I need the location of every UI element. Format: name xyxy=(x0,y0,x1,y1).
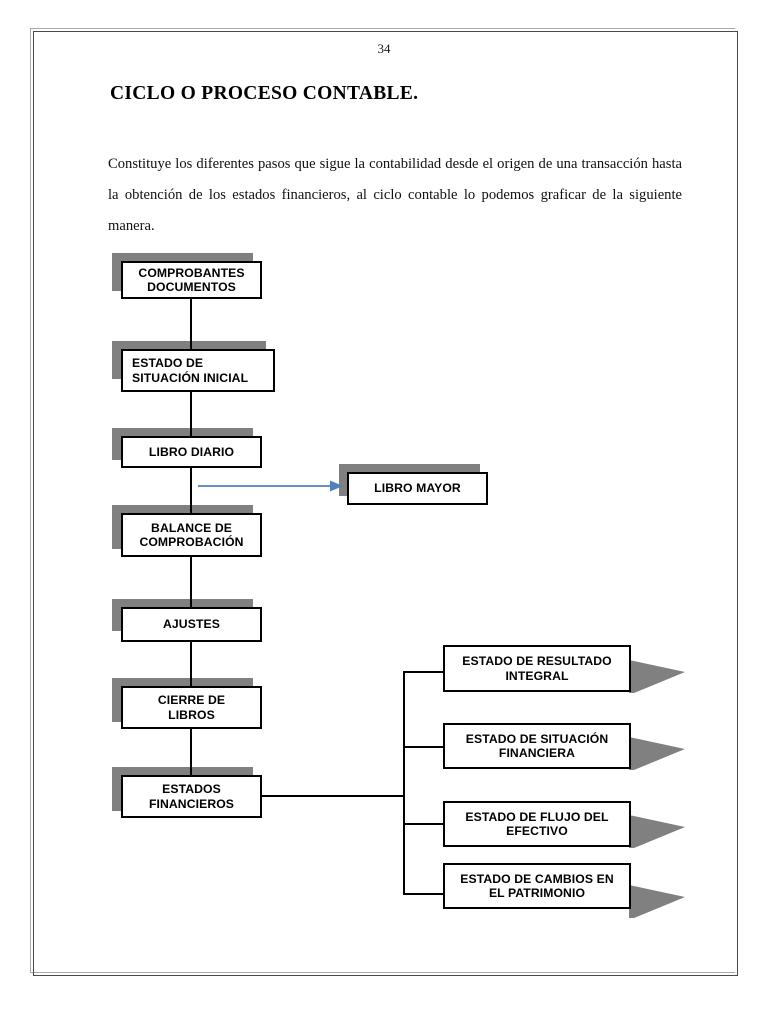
page-number: 34 xyxy=(377,41,391,56)
connector-balance-ajustes xyxy=(190,557,193,607)
connector-librodiario-balance xyxy=(190,468,193,513)
node-estado-inicial-line1: ESTADO DE xyxy=(132,356,204,370)
node-resultado-integral-line1: ESTADO DE RESULTADO xyxy=(462,654,612,668)
node-libro-mayor[interactable]: LIBRO MAYOR xyxy=(347,472,488,505)
branch-resultado-integral xyxy=(403,671,444,674)
node-ajustes-line1: AJUSTES xyxy=(163,617,220,632)
node-cambios-patrimonio-line1: ESTADO DE CAMBIOS EN xyxy=(460,871,614,886)
node-libro-mayor-label: LIBRO MAYOR xyxy=(374,481,461,496)
node-cambios-patrimonio[interactable]: ESTADO DE CAMBIOS EN EL PATRIMONIO xyxy=(443,863,631,909)
node-estado-inicial-line2: SITUACIÓN INICIAL xyxy=(132,370,249,385)
node-estados-financieros-line1: ESTADOS xyxy=(162,782,221,796)
node-comprobantes-line1: COMPROBANTES xyxy=(138,265,245,280)
branch-cambios-patrimonio xyxy=(403,893,444,896)
node-libro-diario-line1: LIBRO DIARIO xyxy=(148,444,235,459)
node-estado-inicial[interactable]: ESTADO DE SITUACIÓN INICIAL xyxy=(121,349,275,392)
node-comprobantes-line2: DOCUMENTOS xyxy=(147,280,236,294)
node-cambios-patrimonio-line2: EL PATRIMONIO xyxy=(488,886,586,900)
connector-cierre-estadosfin xyxy=(190,729,193,775)
connector-comprobantes-estadoinicial xyxy=(190,299,193,349)
shadow-situacion-financiera xyxy=(629,737,685,770)
node-ajustes[interactable]: AJUSTES xyxy=(121,607,262,642)
connector-ajustes-cierre xyxy=(190,642,193,686)
node-flujo-efectivo[interactable]: ESTADO DE FLUJO DEL EFECTIVO xyxy=(443,801,631,847)
intro-paragraph: Constituye los diferentes pasos que sigu… xyxy=(108,156,682,234)
connector-estadosfin-trunk xyxy=(262,795,405,798)
connector-trunk-vertical xyxy=(403,671,406,895)
node-cierre-line2: LIBROS xyxy=(168,707,215,722)
node-libro-diario[interactable]: LIBRO DIARIO xyxy=(121,436,262,468)
node-situacion-financiera[interactable]: ESTADO DE SITUACIÓN FINANCIERA xyxy=(443,723,631,769)
branch-flujo-efectivo xyxy=(403,823,444,826)
node-flujo-efectivo-line1: ESTADO DE FLUJO DEL xyxy=(465,809,609,824)
node-comprobantes[interactable]: COMPROBANTES DOCUMENTOS xyxy=(121,261,262,299)
branch-situacion-financiera xyxy=(403,746,444,749)
node-situacion-financiera-line1: ESTADO DE SITUACIÓN xyxy=(465,731,609,746)
node-flujo-efectivo-line2: EFECTIVO xyxy=(506,824,568,838)
page-title: CICLO O PROCESO CONTABLE. xyxy=(110,83,419,104)
node-balance[interactable]: BALANCE DE COMPROBACIÓN xyxy=(121,513,262,557)
node-balance-line1: BALANCE DE xyxy=(151,520,232,535)
connector-estadoinicial-librodiario xyxy=(190,392,193,436)
shadow-flujo-efectivo xyxy=(629,815,685,848)
node-cierre[interactable]: CIERRE DE LIBROS xyxy=(121,686,262,729)
node-resultado-integral[interactable]: ESTADO DE RESULTADO INTEGRAL xyxy=(443,645,631,692)
node-estados-financieros[interactable]: ESTADOS FINANCIEROS xyxy=(121,775,262,818)
arrow-to-libro-mayor xyxy=(198,480,343,492)
page-border xyxy=(33,31,738,976)
node-situacion-financiera-line2: FINANCIERA xyxy=(498,746,576,760)
node-resultado-integral-line2: INTEGRAL xyxy=(505,668,569,683)
shadow-resultado-integral xyxy=(629,660,685,693)
shadow-cambios-patrimonio xyxy=(629,885,685,918)
node-estados-financieros-line2: FINANCIEROS xyxy=(148,796,235,811)
node-balance-line2: COMPROBACIÓN xyxy=(139,535,244,549)
node-cierre-line1: CIERRE DE xyxy=(157,693,226,707)
page-border-shadow xyxy=(30,28,735,973)
